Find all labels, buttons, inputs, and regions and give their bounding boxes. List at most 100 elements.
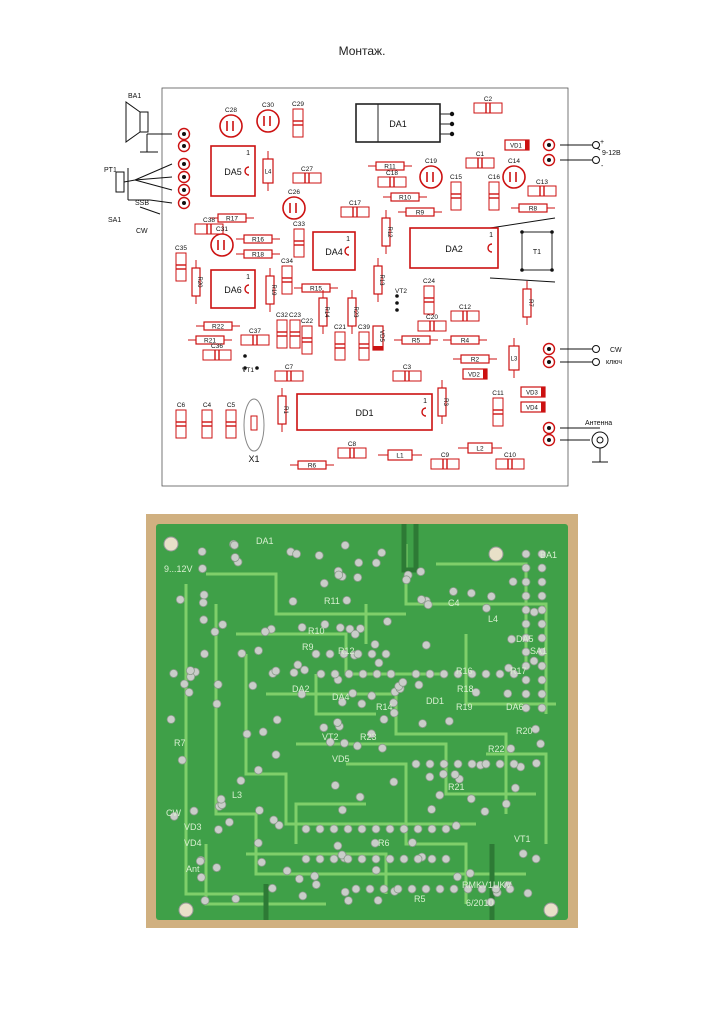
pcb-ic-pad: [521, 605, 531, 615]
pcb-pad: [355, 792, 365, 802]
component-label-r5: R5: [412, 338, 421, 345]
pcb-label: Ant: [186, 864, 200, 874]
component-label-c16: C16: [488, 174, 500, 181]
component-label-dd1: DD1: [355, 408, 373, 418]
pcb-pad: [373, 895, 383, 905]
pcb-pad: [289, 668, 299, 678]
pcb-ic-pad: [311, 649, 321, 659]
pcb-ic-pad: [301, 824, 311, 834]
header-pin: [542, 433, 556, 447]
pcb-board: [156, 524, 568, 920]
pcb-ic-pad: [537, 563, 547, 573]
component-label-c6: C6: [177, 402, 186, 409]
pcb-pad: [186, 666, 195, 676]
pcb-ic-pad: [343, 854, 353, 864]
pcb-ic-pad: [441, 854, 451, 864]
header-pin: [177, 127, 191, 141]
pcb-pad: [197, 547, 207, 556]
pcb-pad: [348, 688, 358, 698]
pcb-trace: [294, 802, 366, 844]
pcb-pad: [357, 699, 367, 709]
component-vt1: VT1: [242, 354, 259, 374]
component-label-x1: X1: [248, 454, 259, 464]
header-pin-hole: [182, 175, 186, 179]
pcb-ic-pad: [537, 689, 547, 699]
pcb-pad: [480, 807, 490, 816]
pcb-pad: [271, 750, 281, 760]
pcb-pad: [189, 806, 199, 816]
pcb-pad: [253, 838, 263, 848]
pcb-ic-pad: [393, 884, 403, 894]
pcb-pad: [486, 897, 496, 907]
component-c11: C11: [492, 390, 504, 427]
header-pin: [542, 138, 556, 152]
component-l3: L3: [508, 338, 520, 378]
component-label-l2: L2: [476, 446, 484, 453]
pcb-pad: [536, 739, 546, 749]
pcb-ic-pad: [521, 619, 531, 629]
component-vd2: VD2: [462, 368, 488, 380]
component-c1: C1: [465, 151, 495, 169]
component-r3: R3: [437, 380, 448, 424]
pcb-pad: [237, 649, 247, 658]
header-pin-hole: [547, 143, 551, 147]
component-r11: R11: [368, 161, 412, 171]
pcb-pad: [377, 548, 387, 558]
pcb-pad: [371, 865, 381, 875]
pcb-pad: [198, 564, 207, 573]
pcb-pad: [166, 714, 176, 724]
component-label-c28: C28: [225, 107, 237, 114]
component-label-c20: C20: [426, 314, 438, 321]
pcb-pad: [448, 587, 458, 596]
pcb-pad: [175, 595, 185, 604]
pcb-ic-pad: [315, 854, 325, 864]
component-c29: C29: [292, 101, 304, 138]
pcb-pad: [333, 718, 342, 727]
pcb-pad: [297, 689, 307, 699]
mounting-hole: [163, 536, 179, 552]
pcb-ic-pad: [495, 669, 505, 679]
label-power-plus: +: [600, 139, 604, 146]
pcb-pad: [214, 825, 223, 835]
pcb-ic-pad: [351, 884, 361, 894]
pcb-ic-pad: [371, 854, 381, 864]
pcb-pad: [414, 680, 424, 690]
pcb-trace: [346, 762, 468, 904]
connector-labels: BA1 PT1 SSB SA1 CW 9-12В + - CW ключ Ант…: [104, 93, 622, 427]
pcb-ic-pad: [521, 703, 531, 713]
header-pin-hole: [182, 132, 186, 136]
pcb-ic-pad: [521, 661, 531, 671]
pcb-pad: [212, 699, 222, 709]
pcb-ic-pad: [301, 854, 311, 864]
pcb-pad: [466, 588, 476, 598]
pin1-marker: 1: [346, 236, 350, 243]
component-label-c21: C21: [334, 324, 346, 331]
pcb-pad: [258, 727, 268, 737]
pcb-pad: [466, 794, 476, 804]
component-vd5: VD5: [372, 325, 384, 351]
pcb-pad: [271, 666, 281, 676]
pcb-ic-pad: [521, 675, 531, 685]
pcb-label: R7: [174, 738, 186, 748]
label-sa1: SA1: [108, 217, 121, 224]
component-label-r16: R16: [252, 237, 264, 244]
pcb-ic-pad: [477, 884, 487, 894]
pcb-label: R18: [457, 684, 474, 694]
component-r1: R1: [277, 388, 288, 432]
pcb-ic-pad: [421, 884, 431, 894]
pcb-ic-pad: [537, 661, 547, 671]
pcb-ic-pad: [365, 884, 375, 894]
component-l1: L1: [378, 449, 422, 461]
component-label-r17: R17: [226, 216, 238, 223]
mounting-hole: [178, 902, 194, 918]
pcb-ic-pad: [427, 824, 437, 834]
pcb-label: R10: [308, 626, 325, 636]
board-outline: [161, 87, 569, 487]
component-label-c39: C39: [358, 324, 370, 331]
pcb-pad: [398, 677, 408, 687]
pcb-slot: [401, 524, 419, 573]
pcb-ic-pad: [505, 884, 515, 894]
component-c4: C4: [201, 402, 213, 439]
